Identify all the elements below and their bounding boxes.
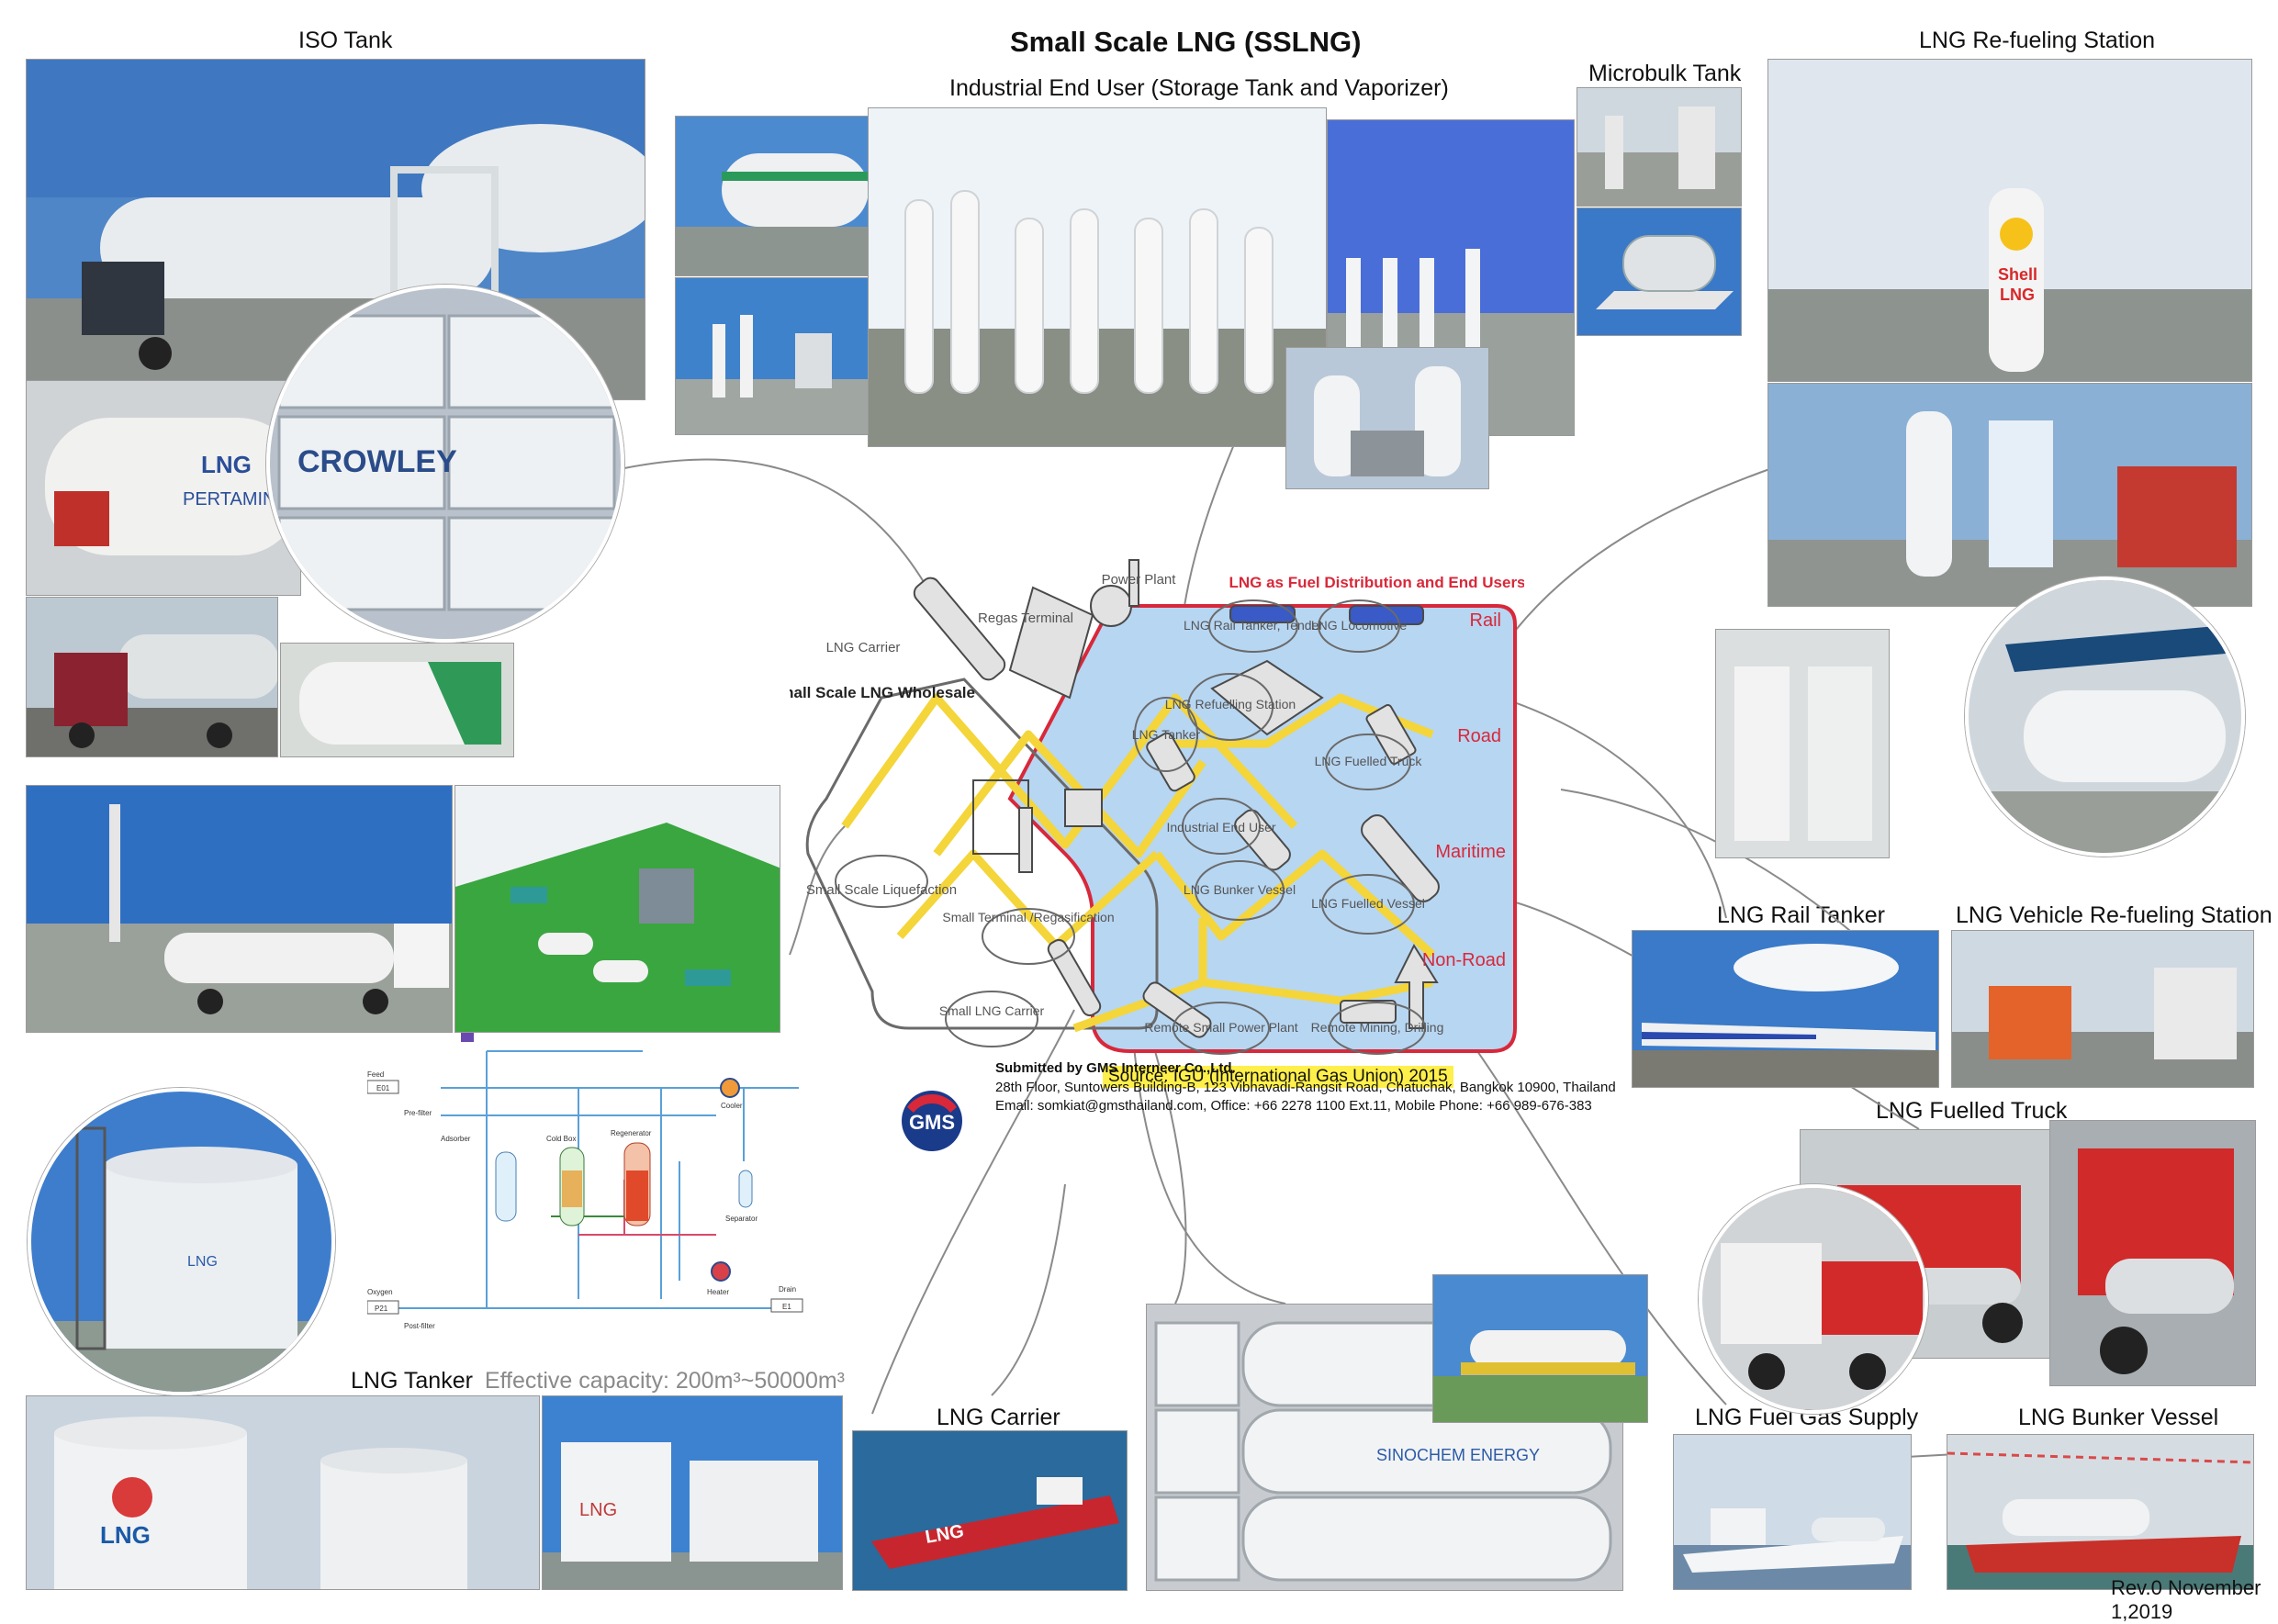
pfd-separator-text: Separator [725, 1215, 757, 1223]
photo-shell-refueling: Shell LNG [1767, 59, 2252, 382]
diagram-icons [913, 559, 1440, 1038]
photo-pertamina-iso: LNG PERTAMINA [26, 380, 301, 596]
label-lng-refueling-station: LNG Re-fueling Station [1919, 28, 2156, 53]
node-lng-fuelled-vessel: LNG Fuelled Vessel [1311, 896, 1425, 911]
photo-refueling-indoor [1715, 629, 1890, 858]
node-lng-refuelling-station: LNG Refuelling Station [1165, 697, 1296, 711]
node-small-scale-liquefaction: Small Scale Liquefaction [806, 882, 957, 898]
revision-text: Rev.0 November 1,2019 [2111, 1576, 2261, 1623]
sslng-value-chain-diagram: Power Plant Regas Terminal LNG Carrier S… [790, 559, 1524, 1055]
photo-iso-truck-red [26, 597, 278, 757]
wholesale-title: Small Scale LNG Wholesale [790, 684, 975, 701]
submitter-contact: Email: somkiat@gmsthailand.com, Office: … [995, 1098, 1592, 1114]
photo-microbulk-2 [1577, 207, 1742, 336]
photo-fuelled-truck-circle [1699, 1184, 1928, 1414]
photo-fuelled-truck-tank [2049, 1120, 2256, 1386]
photo-industrial-spheres [675, 116, 870, 276]
label-lng-vehicle-refueling: LNG Vehicle Re-fueling Station [1956, 902, 2272, 928]
node-regas-terminal: Regas Terminal [978, 610, 1073, 626]
photo-fuel-gas-supply-ship [1673, 1434, 1912, 1590]
wholesale-zone [805, 678, 1159, 1030]
photo-lng-storage-circle: LNG [28, 1088, 335, 1395]
label-microbulk-tank: Microbulk Tank [1588, 61, 1742, 86]
source-citation: Source: IGU (International Gas Union) 20… [1103, 1066, 1453, 1088]
submitter-name: Submitted by GMS Interneer Co.,Ltd. [995, 1060, 1236, 1076]
photo-industrial-vaporizer [675, 277, 870, 435]
pfd-drain-text: Drain [779, 1285, 796, 1294]
crowley-text: CROWLEY [297, 444, 457, 479]
photo-vehicle-refueling [1951, 930, 2254, 1088]
pfd-postfilter-text: Post-filter [404, 1322, 435, 1330]
photo-lng-tanker-1: LNG [26, 1395, 540, 1590]
node-industrial-end-user: Industrial End User [1166, 820, 1275, 834]
photo-rail-tanker [1632, 930, 1939, 1088]
node-remote-mining: Remote Mining, Drilling [1311, 1020, 1444, 1035]
gms-logo-icon: GMS [902, 1091, 962, 1151]
shell-text: Shell [1998, 265, 2037, 284]
photo-bunker-vessel [1947, 1434, 2254, 1590]
sinochem-text: SINOCHEM ENERGY [1376, 1446, 1540, 1464]
node-power-plant: Power Plant [1102, 572, 1177, 588]
node-small-lng-carrier: Small LNG Carrier [939, 1003, 1045, 1018]
photo-iso-transport-yard [1432, 1274, 1648, 1423]
label-iso-tank: ISO Tank [298, 28, 393, 53]
pfd-heater-text: Heater [707, 1288, 729, 1296]
label-lng-bunker-vessel: LNG Bunker Vessel [2018, 1405, 2219, 1430]
lng-tanker-title: LNG Tanker [351, 1368, 473, 1394]
fuel-zone-title: LNG as Fuel Distribution and End Users [1229, 574, 1524, 591]
pfd-regenerator-text: Regenerator [611, 1129, 652, 1137]
pertamina-lng-text: LNG [201, 451, 252, 478]
photo-refueling-truck [1767, 383, 2252, 607]
submitter-address: 28th Floor, Suntowers Building-B, 123 Vi… [995, 1080, 1616, 1095]
node-remote-small-power-plant: Remote Small Power Plant [1144, 1020, 1297, 1035]
pfd-coldbox-text: Cold Box [546, 1135, 576, 1143]
label-lng-fuelled-truck: LNG Fuelled Truck [1876, 1098, 2068, 1124]
label-lng-tanker: LNG Tanker Effective capacity: 200m³~500… [351, 1368, 845, 1394]
page-title: Small Scale LNG (SSLNG) [1010, 26, 1362, 58]
pfd-oxygen-tag-text: P21 [375, 1305, 388, 1313]
photo-crowley-stack: CROWLEY [266, 285, 624, 643]
node-small-terminal: Small Terminal /Regasification [942, 910, 1114, 924]
circle-lng-text: LNG [187, 1254, 218, 1270]
node-lng-fuelled-truck: LNG Fuelled Truck [1315, 754, 1423, 768]
lng-tanker-capacity: Effective capacity: 200m³~50000m³ [484, 1368, 845, 1394]
label-industrial-end-user: Industrial End User (Storage Tank and Va… [949, 75, 1449, 101]
gms-logo-text: GMS [909, 1111, 955, 1134]
pfd-drain-tag-text: E1 [782, 1303, 791, 1311]
mode-maritime: Maritime [1435, 842, 1506, 862]
pipeline-network [841, 693, 1436, 1033]
photo-plant-3d-model [454, 785, 780, 1033]
photo-refueling-canopy-circle [1965, 577, 2245, 857]
pfd-oxygen-text: Oxygen [367, 1288, 393, 1296]
label-lng-carrier: LNG Carrier [937, 1405, 1060, 1430]
photo-lng-tanker-3: LNG [542, 1395, 843, 1590]
process-flow-diagram: Feed E01 Pre-filter Adsorber Cold Box Re… [367, 1033, 808, 1336]
node-lng-locomotive: LNG Locomotive [1311, 618, 1407, 633]
photo-microbulk-1 [1577, 87, 1742, 207]
pfd-prefilter-text: Pre-filter [404, 1109, 432, 1117]
pfd-feed-tag-text: E01 [376, 1084, 390, 1092]
photo-iso-green-tank [280, 643, 514, 757]
photo-industrial-storage-tanks [868, 107, 1327, 447]
pfd-feed-text: Feed [367, 1070, 384, 1079]
node-rings [835, 599, 1426, 1055]
pfd-adsorber-text: Adsorber [441, 1135, 471, 1143]
tanker3-lng-text: LNG [579, 1500, 617, 1520]
pfd-cooler-text: Cooler [721, 1102, 743, 1110]
mode-non-road: Non-Road [1422, 950, 1506, 970]
node-lng-rail-tanker: LNG Rail Tanker, Tender [1184, 618, 1323, 633]
node-lng-bunker-vessel: LNG Bunker Vessel [1184, 882, 1296, 897]
photo-industrial-vertical-tanks [1285, 347, 1489, 489]
shell-lng-text: LNG [2000, 286, 2035, 304]
tanker1-lng-text: LNG [100, 1521, 151, 1549]
node-lng-tanker: LNG Tanker [1132, 727, 1201, 742]
photo-lng-carrier-ship: LNG [852, 1430, 1128, 1591]
node-lng-carrier: LNG Carrier [826, 640, 901, 655]
mode-rail: Rail [1470, 610, 1501, 631]
label-lng-rail-tanker: LNG Rail Tanker [1717, 902, 1885, 928]
photo-liquefaction-plant [26, 785, 453, 1033]
mode-road: Road [1457, 726, 1501, 746]
pertamina-text: PERTAMINA [183, 489, 288, 510]
